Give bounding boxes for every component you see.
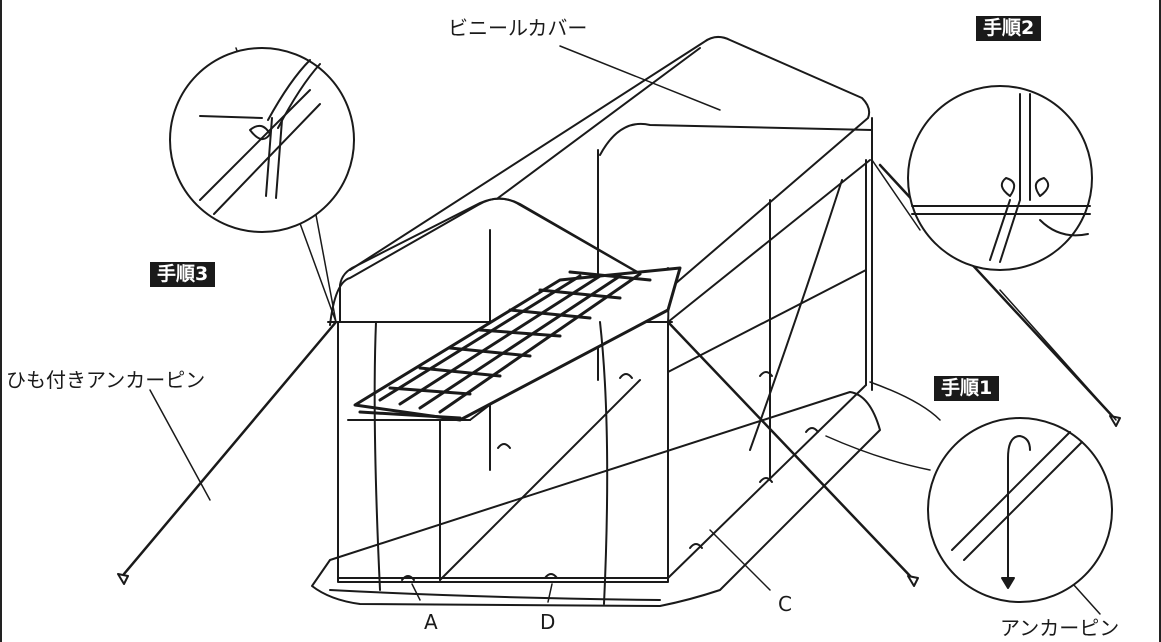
guy-string-left [122,320,338,576]
cover-strap-left [373,321,381,591]
label-anchor-pin-with-string: ひも付きアンカーピン [6,368,206,392]
cover-strap-right [599,321,609,605]
label-part-a: A [424,610,438,634]
step2-tag: 手順2 [976,16,1042,41]
label-vinyl-cover: ビニールカバー [448,16,588,40]
detail-circle-step2 [871,85,1117,421]
cover-back-gable [599,122,873,156]
step3-tag: 手順3 [150,262,216,287]
leader-d [547,583,553,603]
step1-tag: 手順1 [934,376,1000,401]
stake-center [907,575,919,587]
detail-circle-step1 [825,381,1113,603]
leader-anchor-string [149,389,211,501]
detail-circle-step3 [169,47,355,323]
leader-vinyl-cover [559,45,721,111]
guy-string-center [666,320,914,580]
mesh-shelf [353,266,682,422]
cover-skirt [311,391,881,607]
right-border [1159,0,1161,642]
cover-strap-back [749,179,843,451]
leader-c [709,529,771,591]
label-part-d: D [540,610,556,634]
label-anchor-pin: アンカーピン [1000,616,1120,640]
side-mid-rail [667,269,867,373]
label-part-c: C [778,592,792,616]
anchor-pins [401,371,819,581]
cover-skirt-edge [329,589,661,601]
left-border [0,0,2,642]
vinyl-cover [329,36,871,326]
stake-left [117,573,129,585]
cover-ridge [497,47,701,199]
leader-a [411,583,421,601]
stake-right [1109,415,1121,427]
